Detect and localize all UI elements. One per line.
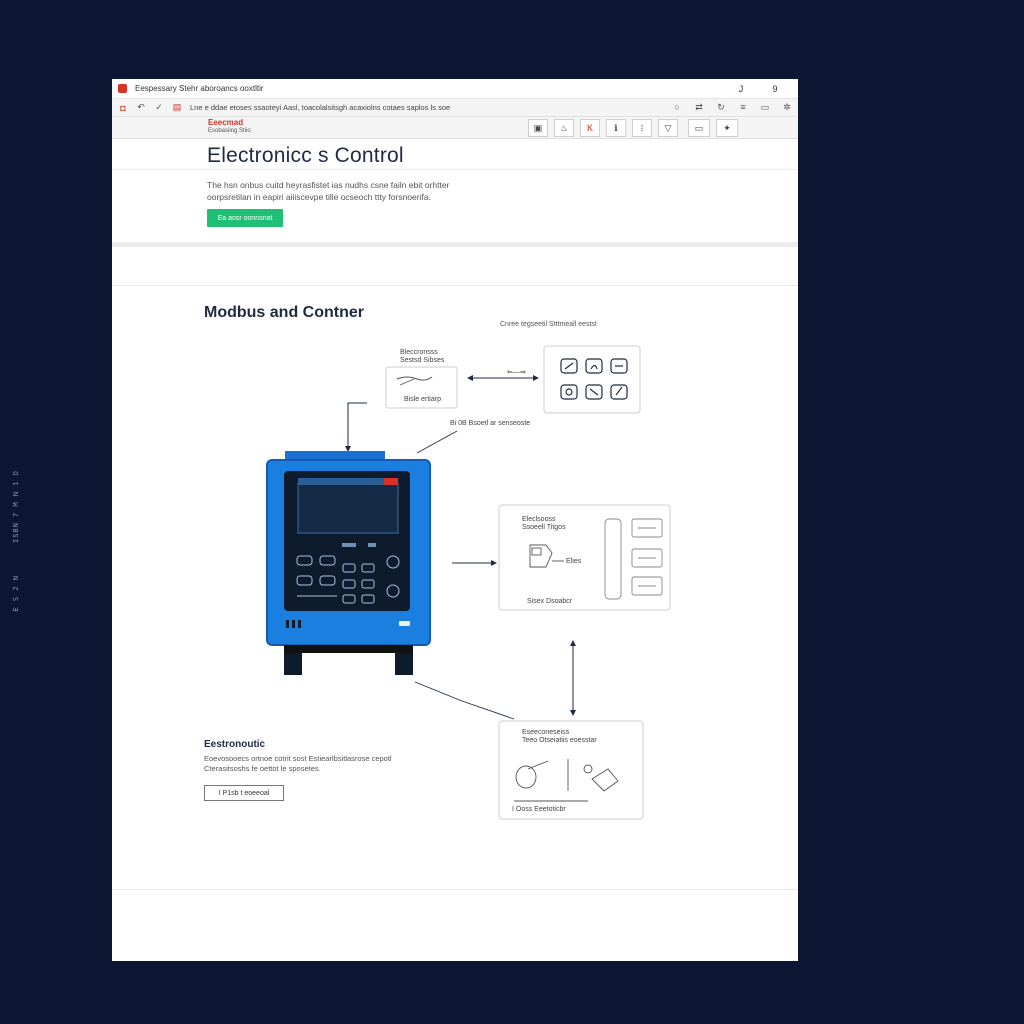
minimize-button[interactable]: J bbox=[738, 83, 744, 94]
footer-divider bbox=[112, 889, 798, 890]
check-icon[interactable]: ✓ bbox=[155, 102, 163, 112]
module-box-inner: Elies bbox=[566, 558, 582, 565]
arrow-label: ⇐—⇒ bbox=[507, 369, 526, 376]
sensor-box-label: Bleccronsss Sestsd Sibses bbox=[400, 349, 445, 364]
actuator-box-sub: I Ooss Eeetoticbr bbox=[512, 806, 566, 813]
brand-logo[interactable]: Eeecmad Esobasiing Stiio bbox=[208, 119, 251, 135]
link-line-bottom bbox=[414, 681, 515, 720]
section-divider-thin bbox=[112, 285, 798, 286]
frame-tool-button[interactable]: ▣ bbox=[528, 119, 548, 137]
refresh-icon[interactable]: ↻ bbox=[717, 102, 725, 112]
page-title: Electronicc s Control bbox=[207, 144, 404, 167]
icon-panel-box[interactable] bbox=[543, 345, 641, 414]
more-tool-button[interactable]: ⁞ bbox=[632, 119, 652, 137]
control-diagram bbox=[266, 345, 671, 820]
close-button[interactable]: 9 bbox=[772, 83, 778, 94]
settings-icon[interactable]: ✲ bbox=[783, 102, 791, 112]
url-field[interactable]: Lne e ddae etoses ssaoteyi Aasl, toacola… bbox=[190, 103, 451, 112]
section-divider bbox=[112, 242, 798, 247]
tool-group-view: ▭ ✦ bbox=[688, 119, 738, 137]
window-title: Eespessary Stehr aboroancs ooxtltir bbox=[135, 84, 264, 93]
address-bar: ◘ ↶ ✓ ▤ Lne e ddae etoses ssaoteyi Aasl,… bbox=[112, 99, 798, 117]
layout-tool-button[interactable]: ▭ bbox=[688, 119, 710, 137]
cta-button[interactable]: Ea aosr oonnsnat bbox=[207, 209, 283, 227]
icon-grid bbox=[560, 358, 628, 400]
page-icon[interactable]: ◘ bbox=[120, 102, 126, 113]
sensor-box-sub: Bisle ertiarp bbox=[404, 396, 441, 403]
k-tool-button[interactable]: K bbox=[580, 119, 600, 137]
tool-group-main: ▣ ♨ K ℹ ⁞ ▽ bbox=[528, 119, 678, 137]
filter-tool-button[interactable]: ▽ bbox=[658, 119, 678, 137]
hero-description: The hsn onbus cuitd heyrasfistet ias nud… bbox=[207, 180, 450, 202]
bottom-description: Eoevosooecs ortnoe cotrit sost Estiearlb… bbox=[204, 754, 392, 773]
app-icon bbox=[118, 84, 127, 93]
magic-tool-button[interactable]: ✦ bbox=[716, 119, 738, 137]
link-arrow-down bbox=[345, 402, 367, 452]
controller-device[interactable] bbox=[266, 451, 431, 675]
menu-icon[interactable]: ≡ bbox=[740, 102, 746, 112]
heat-tool-button[interactable]: ♨ bbox=[554, 119, 574, 137]
title-divider bbox=[112, 169, 798, 170]
diagram-caption: Cnree tegseetil Stttmeall eestst bbox=[500, 321, 597, 328]
link-line-diagonal bbox=[416, 430, 458, 454]
brand-name: Eeecmad bbox=[208, 118, 244, 127]
file-icon[interactable]: ▤ bbox=[172, 102, 182, 112]
browser-window: Eespessary Stehr aboroancs ooxtltir J 9 … bbox=[112, 79, 798, 961]
actuator-sketch-icon bbox=[514, 759, 619, 802]
module-box[interactable] bbox=[498, 504, 671, 611]
bottom-outline-button[interactable]: I P1sb t eoeeoal bbox=[204, 785, 284, 801]
search-icon[interactable]: ○ bbox=[674, 102, 680, 112]
actuator-box[interactable] bbox=[498, 720, 644, 820]
side-label-top: ISBN 7 M N 1 D bbox=[12, 470, 20, 544]
window-icon[interactable]: ▭ bbox=[760, 102, 770, 112]
sensor-sketch-icon bbox=[396, 376, 433, 386]
connection-label: Bi 0B Bsoetl ar senseoste bbox=[450, 420, 531, 427]
app-toolbar: Eeecmad Esobasiing Stiio ▣ ♨ K ℹ ⁞ ▽ ▭ ✦ bbox=[112, 117, 798, 139]
side-label-bottom: E S 2 N bbox=[12, 575, 20, 612]
back-icon[interactable]: ↶ bbox=[137, 102, 145, 112]
info-tool-button[interactable]: ℹ bbox=[606, 119, 626, 137]
brand-subtitle: Esobasiing Stiio bbox=[208, 128, 251, 134]
actuator-box-label: Eseeconeseiss Teeo Otseiatiis eoesstar bbox=[522, 729, 597, 744]
section-title: Modbus and Contner bbox=[204, 304, 364, 321]
share-icon[interactable]: ⇄ bbox=[695, 102, 703, 112]
module-box-label: Eleclsooss Ssoeell Titgos bbox=[522, 516, 566, 531]
module-sketch-icon bbox=[529, 544, 564, 568]
module-box-sub: Sisex Dsoabcr bbox=[527, 598, 573, 605]
bottom-heading: Eestronoutic bbox=[204, 739, 266, 750]
module-switch-panel bbox=[604, 518, 663, 600]
title-bar: Eespessary Stehr aboroancs ooxtltir J 9 bbox=[112, 79, 798, 99]
